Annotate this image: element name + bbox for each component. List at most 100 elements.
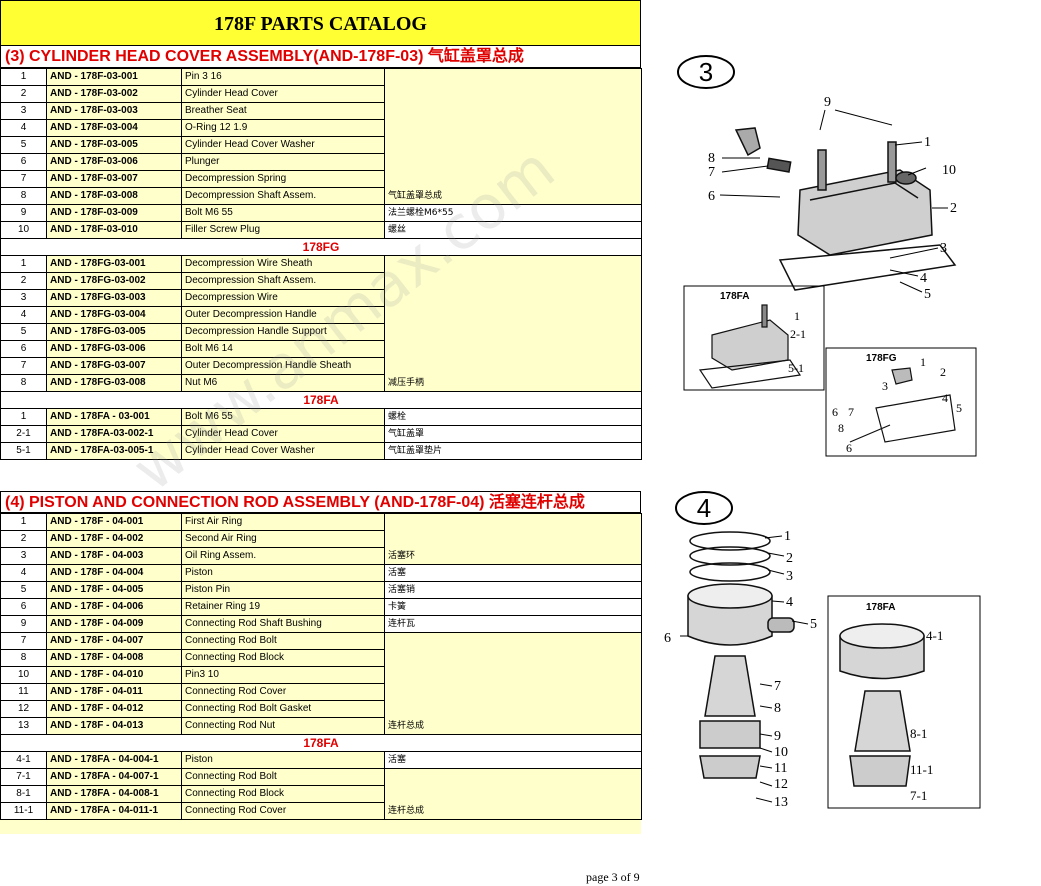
part-name: Connecting Rod Shaft Bushing xyxy=(181,615,385,633)
part-name: Breather Seat xyxy=(181,102,385,120)
diagram4-inset-178fa-title: 178FA xyxy=(866,602,895,613)
part-code: AND - 178F - 04-008 xyxy=(46,649,182,667)
chinese-group-name: 减压手柄 xyxy=(384,255,642,392)
chinese-name: 活塞销 xyxy=(384,581,642,599)
callout-label: 5-1 xyxy=(788,361,804,375)
part-name: Bolt M6 14 xyxy=(181,340,385,358)
chinese-name: 螺栓 xyxy=(384,408,642,426)
part-name: Connecting Rod Cover xyxy=(181,683,385,701)
callout-label: 4-1 xyxy=(926,628,943,643)
part-name: Cylinder Head Cover Washer xyxy=(181,442,385,460)
part-code: AND - 178FG-03-006 xyxy=(46,340,182,358)
callout-label: 2 xyxy=(940,365,946,379)
item-number: 5 xyxy=(0,581,47,599)
callout-label: 4 xyxy=(786,595,793,610)
part-code: AND - 178FA - 03-001 xyxy=(46,408,182,426)
part-code: AND - 178F - 04-006 xyxy=(46,598,182,616)
callout-label: 1 xyxy=(920,355,926,369)
part-name: Outer Decompression Handle xyxy=(181,306,385,324)
callout-label: 6 xyxy=(846,441,852,455)
section-3-header: (3) CYLINDER HEAD COVER ASSEMBLY(AND-178… xyxy=(0,46,641,68)
part-name: Decompression Spring xyxy=(181,170,385,188)
callout-label: 3 xyxy=(786,569,793,584)
callout-label: 2 xyxy=(786,551,793,566)
chinese-name: 螺丝 xyxy=(384,221,642,239)
item-number: 1 xyxy=(0,513,47,531)
callout-label: 12 xyxy=(774,777,788,792)
part-name: Nut M6 xyxy=(181,374,385,392)
item-number: 5 xyxy=(0,136,47,154)
part-name: Pin 3 16 xyxy=(181,68,385,86)
part-name: O-Ring 12 1.9 xyxy=(181,119,385,137)
part-code: AND - 178F - 04-005 xyxy=(46,581,182,599)
part-name: Piston Pin xyxy=(181,581,385,599)
item-number: 2 xyxy=(0,272,47,290)
part-code: AND - 178F-03-007 xyxy=(46,170,182,188)
part-code: AND - 178F - 04-013 xyxy=(46,717,182,735)
subheader-178fa-4: 178FA xyxy=(0,734,642,752)
part-name: Pin3 10 xyxy=(181,666,385,684)
part-name: Decompression Wire Sheath xyxy=(181,255,385,273)
part-name: Oil Ring Assem. xyxy=(181,547,385,565)
item-number: 7 xyxy=(0,357,47,375)
part-name: Bolt M6 55 xyxy=(181,408,385,426)
callout-label: 5 xyxy=(810,617,817,632)
part-name: Piston xyxy=(181,564,385,582)
callout-label: 3 xyxy=(882,379,888,393)
part-code: AND - 178F-03-010 xyxy=(46,221,182,239)
part-code: AND - 178FA - 04-004-1 xyxy=(46,751,182,769)
chinese-name: 卡簧 xyxy=(384,598,642,616)
callout-label: 5 xyxy=(924,287,931,302)
part-code: AND - 178F-03-006 xyxy=(46,153,182,171)
part-name: Retainer Ring 19 xyxy=(181,598,385,616)
part-name: Bolt M6 55 xyxy=(181,204,385,222)
callout-label: 2-1 xyxy=(790,327,806,341)
diagram-4-number: 4 xyxy=(697,493,711,523)
callout-label: 9 xyxy=(774,729,781,744)
item-number: 9 xyxy=(0,204,47,222)
subheader-178fa-label: 178FA xyxy=(0,391,642,409)
callout-label: 4 xyxy=(920,271,927,286)
part-name: Cylinder Head Cover xyxy=(181,425,385,443)
item-number: 8 xyxy=(0,187,47,205)
diagram-3-number: 3 xyxy=(699,57,713,87)
part-name: Connecting Rod Bolt Gasket xyxy=(181,700,385,718)
callout-label: 1 xyxy=(784,529,791,544)
item-number: 10 xyxy=(0,666,47,684)
inset-178fa-frame xyxy=(683,285,825,391)
callout-label: 11-1 xyxy=(910,762,933,777)
part-code: AND - 178FG-03-005 xyxy=(46,323,182,341)
inset-178fg-frame xyxy=(825,347,977,457)
part-code: AND - 178F-03-001 xyxy=(46,68,182,86)
callout-label: 7-1 xyxy=(910,788,927,803)
part-name: Connecting Rod Bolt xyxy=(181,632,385,650)
callout-label: 10 xyxy=(942,163,956,178)
callout-label: 13 xyxy=(774,795,788,810)
callout-label: 6 xyxy=(708,189,715,204)
callout-label: 8 xyxy=(708,151,715,166)
item-number: 1 xyxy=(0,68,47,86)
item-number: 3 xyxy=(0,102,47,120)
part-code: AND - 178FG-03-007 xyxy=(46,357,182,375)
part-name: Cylinder Head Cover xyxy=(181,85,385,103)
cover-body-shape xyxy=(797,169,933,256)
part-code: AND - 178F - 04-004 xyxy=(46,564,182,582)
part-name: Piston xyxy=(181,751,385,769)
callout-label: 8 xyxy=(774,701,781,716)
chinese-group-name: 活塞环 xyxy=(384,513,642,565)
item-number: 8-1 xyxy=(0,785,47,803)
